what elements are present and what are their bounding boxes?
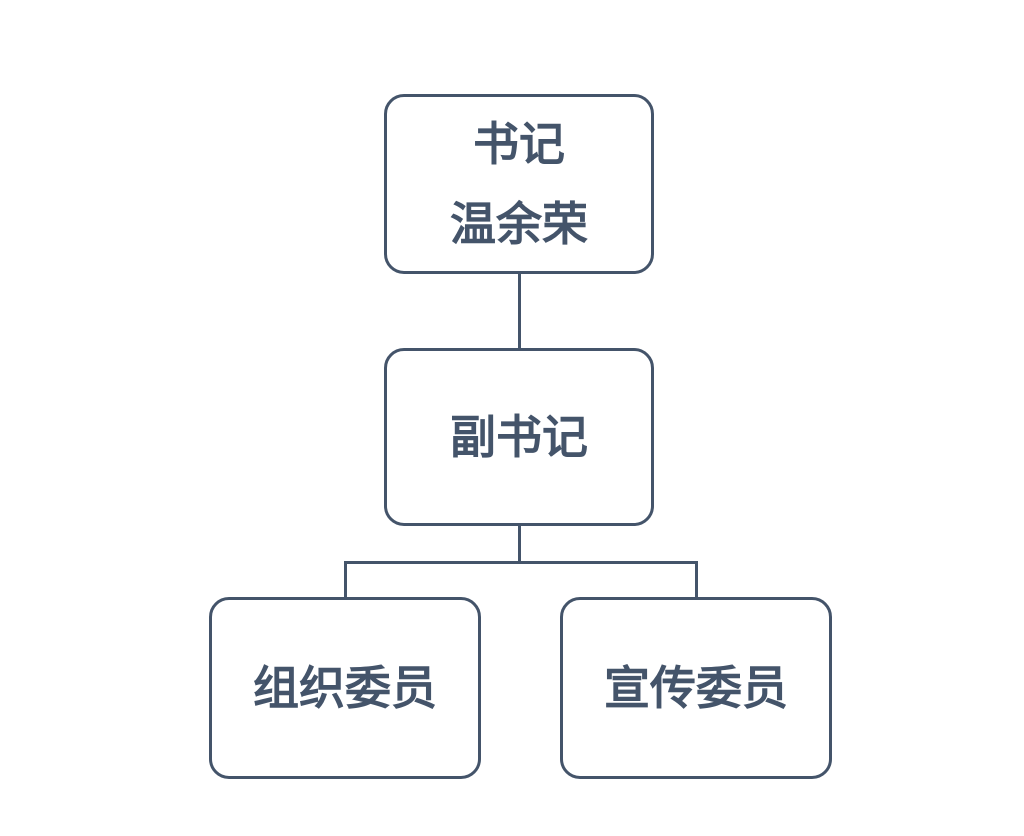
node-secretary-role: 书记 [473,118,565,170]
node-secretary-name: 温余荣 [450,198,588,250]
node-publicity-committee: 宣传委员 [560,597,832,779]
node-organization-committee-role: 组织委员 [253,662,437,714]
node-publicity-committee-role: 宣传委员 [604,662,788,714]
node-deputy-secretary-role: 副书记 [450,411,588,463]
connector-secretary-to-deputy [518,273,521,349]
node-secretary: 书记 温余荣 [384,94,654,274]
node-organization-committee: 组织委员 [209,597,481,779]
connector-drop-publicity-committee [695,561,698,598]
node-deputy-secretary: 副书记 [384,348,654,526]
connector-drop-organization-committee [344,561,347,598]
connector-deputy-stem [518,525,521,564]
connector-horizontal-rail [344,561,698,564]
